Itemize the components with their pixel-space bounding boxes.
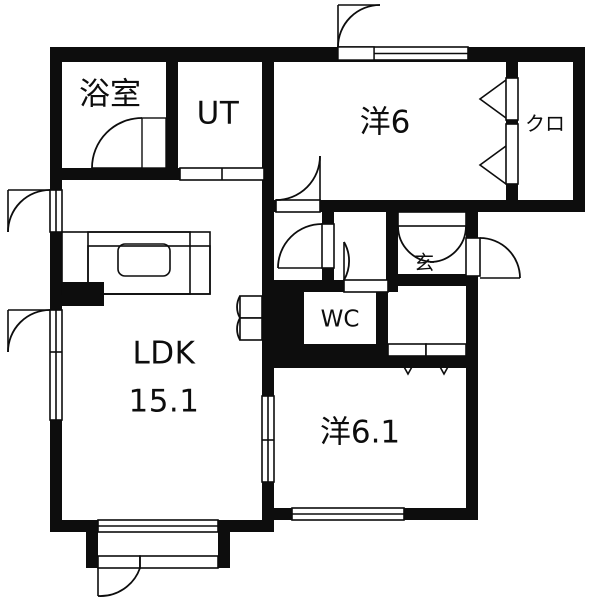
closet-arrow-a — [397, 355, 419, 376]
porch-door-a — [97, 555, 141, 569]
label-ldk-area: 15.1 — [128, 384, 199, 420]
door-top-arc — [337, 4, 381, 48]
closet-door-lower — [505, 123, 519, 185]
door-hall-mid-panel — [343, 279, 389, 293]
door-room6-arc — [275, 155, 321, 201]
wc-door-arc-a — [236, 295, 241, 319]
room61-closet-door-a — [387, 343, 427, 357]
wc-door-panel-a — [239, 295, 263, 319]
door-ldk-lower-arc — [7, 309, 51, 353]
wall-structure — [50, 47, 585, 568]
genkan-door-arc — [397, 225, 435, 263]
label-room61: 洋6.1 — [320, 415, 400, 451]
door-hall-mid-arc — [343, 241, 350, 281]
door-room6-panel — [275, 199, 321, 213]
genkan-door-arc-2 — [429, 225, 467, 263]
genkan-upper-panel — [397, 211, 467, 227]
wc-door-arc-b — [236, 317, 241, 341]
room-labels-group: 浴室 UT 洋6 クロ 玄 WC LDK 15.1 洋6.1 — [79, 77, 565, 451]
room61-closet-door-b — [425, 343, 467, 357]
porch-door-b — [139, 555, 219, 569]
front-door-arc — [479, 237, 521, 279]
label-wc: WC — [321, 307, 360, 333]
door-hall-left-arc — [277, 223, 323, 269]
door-ldk-upper-arc — [7, 189, 51, 233]
label-genkan: 玄 — [414, 251, 434, 275]
label-closet: クロ — [525, 112, 565, 136]
door-hall-left-panel — [321, 223, 335, 269]
door-top-leaf — [337, 46, 375, 61]
door-swings-group — [7, 4, 521, 597]
label-ut: UT — [197, 96, 240, 132]
wc-door-panel-b — [239, 317, 263, 341]
label-room6: 洋6 — [360, 105, 411, 141]
windows-group — [49, 46, 519, 569]
label-bath: 浴室 — [79, 77, 141, 113]
closet-arrow-b — [433, 355, 455, 376]
porch-door-arc — [97, 567, 141, 597]
front-door-panel — [465, 237, 481, 277]
closet-chevron-upper — [478, 79, 507, 119]
door-bath-leaf — [141, 117, 167, 169]
label-ldk: LDK — [133, 336, 196, 372]
closet-chevron-lower — [478, 145, 507, 185]
closet-door-upper — [505, 77, 519, 121]
kitchen-sink — [117, 243, 171, 277]
kitchen-counter — [61, 231, 211, 306]
door-bath-arc — [91, 117, 143, 169]
